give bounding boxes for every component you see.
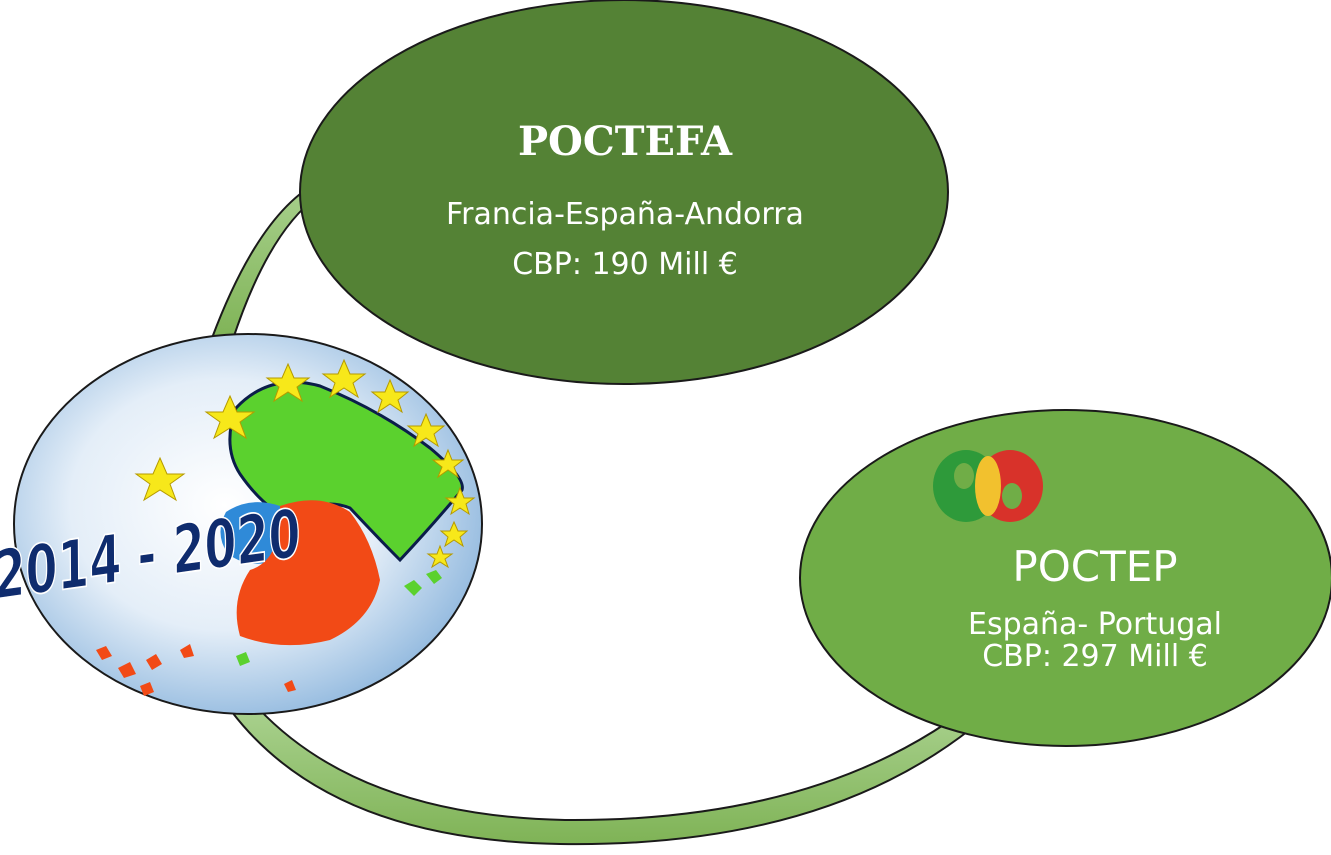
poctep-node (799, 409, 1331, 747)
poctefa-countries: Francia-España-Andorra (446, 197, 804, 232)
poctefa-title: POCTEFA (517, 118, 733, 165)
poctep-title: POCTEP (1012, 542, 1178, 591)
poctefa-budget: CBP: 190 Mill € (512, 247, 738, 282)
period-logo: 2014 - 2020 (0, 333, 483, 715)
poctep-countries: España- Portugal (967, 607, 1223, 642)
poctefa-info: Francia-España-Andorra CBP: 190 Mill € (300, 190, 950, 290)
poctep-budget: CBP: 297 Mill € (982, 639, 1208, 674)
poctep-logo-icon (933, 450, 1043, 522)
map-blue-region (220, 502, 285, 564)
map-orange-region (236, 500, 380, 646)
connector-arc-bottom (230, 706, 975, 846)
poctefa-node (299, 0, 949, 385)
poctep-info: España- Portugal CBP: 297 Mill € (870, 609, 1320, 673)
eu-stars-icon (134, 358, 476, 569)
